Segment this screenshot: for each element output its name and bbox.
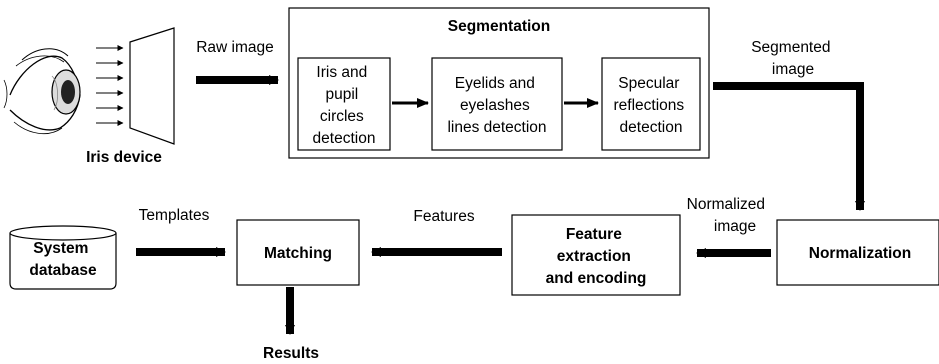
feature-extraction-box [511,214,681,296]
matching-label: Matching [264,245,332,262]
eyelids-box [431,57,563,151]
segmented-image-label: Segmented image [751,39,835,78]
light-rays [96,45,124,126]
iris-pupil-box [297,57,391,151]
segmented-image-arrow [713,82,865,211]
segmentation-title: Segmentation [448,18,550,35]
iris-pupil-label: Iris and pupil circles detection [313,64,376,147]
specular-label: Specular reflections detection [614,75,689,136]
system-database-icon [9,225,117,290]
results-label: Results [263,345,319,362]
normalization-label: Normalization [809,245,911,262]
eyelids-label: Eyelids and eyelashes lines detection [447,75,546,136]
features-label: Features [413,208,474,225]
matching-box [236,219,360,286]
specular-box [601,57,701,151]
system-database-label: System database [29,240,97,279]
iris-sensor-shape [129,27,175,145]
normalization-box [776,219,939,286]
feature-extraction-label: Feature extraction and encoding [546,226,647,287]
raw-image-label: Raw image [196,39,274,56]
iris-device-label: Iris device [86,149,162,166]
eye-icon [3,48,81,135]
normalized-image-label: Normalized image [687,196,770,235]
templates-label: Templates [139,207,210,224]
